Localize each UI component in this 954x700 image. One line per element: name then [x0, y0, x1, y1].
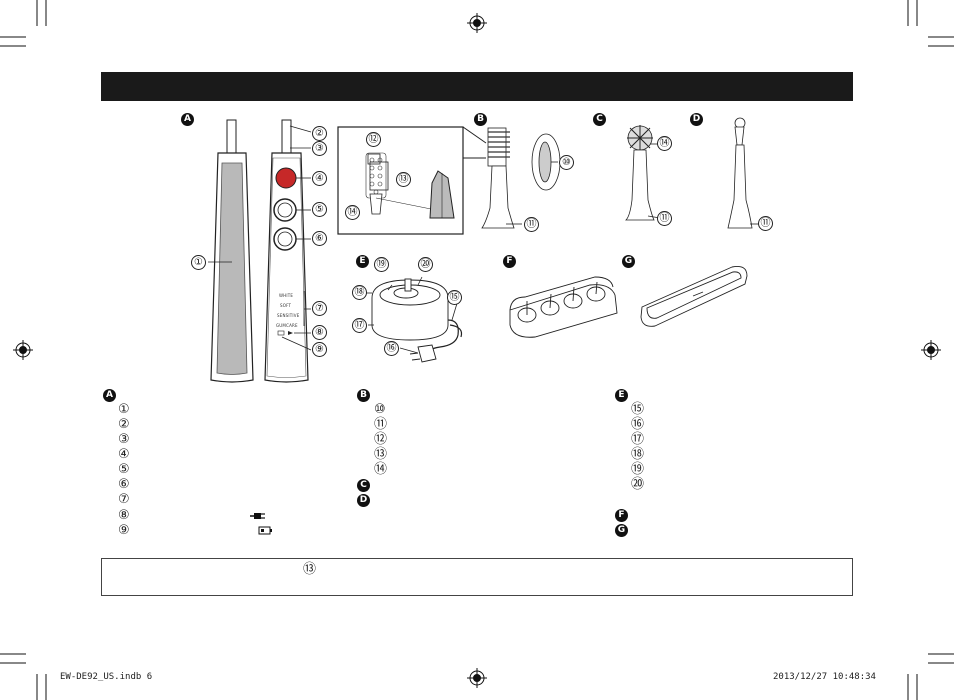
registration-marks [13, 13, 941, 688]
figure-badge-b: B [474, 113, 487, 126]
legend-item: ⑮ [631, 402, 645, 417]
legend-item: ⑫ [374, 432, 388, 447]
brush-head-stand-illustration [509, 276, 618, 338]
legend-item: ⑤ [118, 462, 130, 477]
callout-11-b: ⑪ [524, 217, 539, 232]
interspace-brush-illustration [625, 125, 661, 221]
callout-11-d: ⑪ [758, 216, 773, 231]
legend-badge-f: F [615, 509, 628, 522]
figure-badge-g: G [622, 255, 635, 268]
callout-4: ④ [312, 171, 327, 186]
callout-5: ⑤ [312, 202, 327, 217]
legend-item: ⑱ [631, 447, 645, 462]
callout-14: ⑭ [345, 205, 360, 220]
mode-label-white: WHITE [279, 293, 294, 298]
legend-item: ⑰ [631, 432, 645, 447]
legend-badge-e: E [615, 389, 628, 402]
legend-item: ⑨ [118, 523, 130, 538]
callout-2: ② [312, 126, 327, 141]
callout-6: ⑥ [312, 231, 327, 246]
toothbrush-handle-illustration [208, 119, 312, 383]
note-box [101, 558, 853, 596]
legend-badge-g: G [615, 524, 628, 537]
figure-badge-f: F [503, 255, 516, 268]
footer-file-name: EW-DE92_US.indb 6 [60, 672, 153, 682]
section-header-bar [101, 72, 853, 101]
callout-9: ⑨ [312, 342, 327, 357]
callout-14-c: ⑭ [657, 136, 672, 151]
callout-11-c: ⑪ [657, 211, 672, 226]
callout-12: ⑫ [366, 132, 381, 147]
mode-label-sensitive: SENSITIVE [277, 313, 300, 318]
callout-7: ⑦ [312, 301, 327, 316]
figure-badge-c: C [593, 113, 606, 126]
mode-label-gumcare: GUMCARE [276, 323, 298, 328]
callout-3: ③ [312, 141, 327, 156]
callout-20: ⑳ [418, 257, 433, 272]
legend-item: ⑦ [118, 492, 130, 507]
legend-item: ④ [118, 447, 130, 462]
legend-badge-d: D [357, 494, 370, 507]
callout-19: ⑲ [374, 257, 389, 272]
mode-label-soft: SOFT [280, 303, 292, 308]
legend-badge-b: B [357, 389, 370, 402]
legend-item: ⑯ [631, 417, 645, 432]
charger-illustration [366, 276, 463, 363]
legend-badge-c: C [357, 479, 370, 492]
figure-badge-a: A [181, 113, 194, 126]
callout-16: ⑯ [384, 341, 399, 356]
charging-plug-icon [250, 513, 265, 519]
note-reference-number: ⑬ [303, 562, 317, 577]
callout-18: ⑱ [352, 285, 367, 300]
legend-badge-a: A [103, 389, 116, 402]
legend-item: ⑭ [374, 462, 388, 477]
callout-8: ⑧ [312, 325, 327, 340]
figure-badge-d: D [690, 113, 703, 126]
gum-care-attachment-illustration [727, 117, 762, 229]
legend-item: ① [118, 402, 130, 417]
callout-10: ⑩ [559, 155, 574, 170]
legend-item: ⑳ [631, 477, 645, 492]
travel-case-illustration [640, 265, 748, 327]
legend-item: ⑲ [631, 462, 645, 477]
legend-item: ② [118, 417, 130, 432]
legend-item: ⑧ [118, 508, 130, 523]
callout-15: ⑮ [447, 290, 462, 305]
legend-item: ⑥ [118, 477, 130, 492]
callout-17: ⑰ [352, 318, 367, 333]
callout-1: ① [191, 255, 206, 270]
legend-item: ⑩ [374, 402, 386, 417]
figure-badge-e: E [356, 255, 369, 268]
callout-13: ⑬ [396, 172, 411, 187]
legend-item: ⑪ [374, 417, 388, 432]
battery-icon [258, 526, 272, 535]
footer-datetime: 2013/12/27 10:48:34 [773, 672, 876, 682]
legend-item: ③ [118, 432, 130, 447]
legend-item: ⑬ [374, 447, 388, 462]
